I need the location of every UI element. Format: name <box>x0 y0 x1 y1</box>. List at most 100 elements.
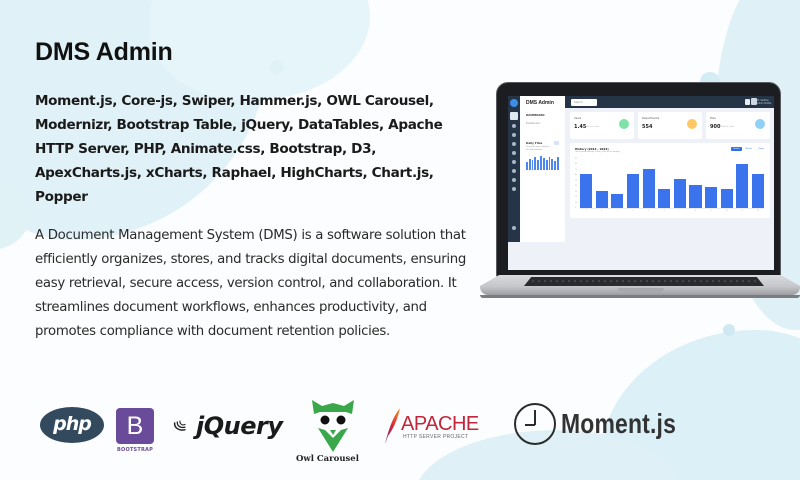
clock-icon <box>514 403 556 445</box>
mini-bar <box>548 156 551 170</box>
department-icon <box>687 119 697 129</box>
sidebar-section: DASHBOARD <box>526 114 545 117</box>
x-tick: 11 <box>741 211 744 212</box>
y-tick: 70 <box>575 169 577 171</box>
laptop-mockup: DMS Admin DASHBOARD Dashboard Daily File… <box>480 82 800 317</box>
user-name: Mr. Sadhan <box>756 99 769 102</box>
mini-bar <box>545 160 548 170</box>
background-dot <box>270 60 284 74</box>
technology-list: Moment.js, Core-js, Swiper, Hammer.js, O… <box>35 93 443 205</box>
chart-bar <box>595 190 608 208</box>
dashboard-icon <box>510 112 518 120</box>
php-logo: php <box>40 407 104 443</box>
y-tick: 90 <box>575 159 577 160</box>
card-label: Users <box>574 117 582 120</box>
jquery-swirl-icon <box>173 420 186 431</box>
icon-rail <box>508 96 520 242</box>
chart-title: History (2013 - 2023) <box>575 147 609 151</box>
bootstrap-label: BOOTSTRAP <box>117 447 153 453</box>
history-chart-card: History (2013 - 2023) Lorem ipsum multip… <box>570 143 770 218</box>
y-tick: 50 <box>575 180 577 182</box>
chart-bar <box>611 193 624 208</box>
nav-icon <box>512 187 516 191</box>
nav-icon <box>512 142 516 146</box>
y-tick: 0 <box>575 207 576 209</box>
apache-feather-icon <box>385 408 400 444</box>
tab-today: Today <box>758 148 764 150</box>
y-tick: 80 <box>575 164 577 166</box>
card-sub: Total user count <box>585 126 600 128</box>
avatar <box>751 98 757 105</box>
mini-bar <box>531 160 534 170</box>
owl-carousel-label: Owl Carousel <box>296 454 359 464</box>
laptop-lid: DMS Admin DASHBOARD Dashboard Daily File… <box>496 82 781 277</box>
stat-card-departments: Departments 554 <box>638 112 702 139</box>
x-tick: 6 <box>663 211 665 212</box>
background-dot <box>723 324 735 336</box>
x-tick: 7 <box>679 211 681 212</box>
owl-carousel-icon <box>312 400 354 452</box>
y-tick: 30 <box>575 191 577 193</box>
screen-topbar: Search Mr. Sadhan Admin Profile <box>565 96 774 108</box>
search-icon <box>512 124 516 128</box>
nav-icon <box>512 151 516 155</box>
sidebar: DMS Admin DASHBOARD Dashboard Daily File… <box>520 96 565 242</box>
notification-icon <box>745 99 750 105</box>
stat-cards: Users 1.45 Total user count Departments … <box>570 112 770 139</box>
chart-bars <box>580 159 764 209</box>
x-tick: 8 <box>694 211 696 212</box>
mini-bar <box>537 159 540 170</box>
sidebar-item-dashboard: Dashboard <box>526 122 541 125</box>
chart-bar <box>720 188 733 208</box>
dashboard-screenshot: DMS Admin DASHBOARD Dashboard Daily File… <box>508 96 774 270</box>
laptop-edge <box>480 295 800 298</box>
card-value: 554 <box>642 124 653 130</box>
page-title: DMS Admin <box>35 38 173 66</box>
mini-bar <box>551 158 554 170</box>
y-tick: 20 <box>575 197 577 199</box>
chart-bar <box>626 174 639 208</box>
nav-icon <box>512 160 516 164</box>
keyboard-keys <box>530 279 758 284</box>
widget-subtitle: Check all your contents for multimedias <box>526 146 550 151</box>
chart-bar <box>642 169 655 208</box>
mini-bar <box>542 158 545 170</box>
tab-weeks: Weeks <box>745 148 753 150</box>
screen-brand: DMS Admin <box>526 100 554 106</box>
x-tick: 1 <box>585 211 587 212</box>
tab-month: Month <box>731 147 742 151</box>
nav-icon <box>512 133 516 137</box>
mini-bar <box>540 156 542 170</box>
logout-icon <box>512 226 516 230</box>
chart-tabs: Month Weeks Today <box>731 147 766 151</box>
mini-bar <box>557 157 559 170</box>
y-tick: 10 <box>575 202 577 204</box>
app-logo-icon <box>510 99 518 107</box>
apache-subtitle: HTTP SERVER PROJECT <box>403 434 469 440</box>
y-tick: 60 <box>575 175 577 177</box>
moment-logo: Moment.js <box>513 402 701 446</box>
file-icon <box>755 119 765 129</box>
x-tick: 5 <box>648 211 650 212</box>
y-tick: 40 <box>575 186 577 188</box>
widget-button <box>554 141 559 145</box>
chart-bar <box>658 188 671 208</box>
widget-title: Daily Files <box>526 141 543 145</box>
card-label: Departments <box>642 117 660 120</box>
chart-bar <box>751 174 764 208</box>
x-tick: 2 <box>601 211 603 212</box>
card-label: Files <box>710 117 716 120</box>
x-tick: 3 <box>616 211 618 212</box>
user-role: Admin Profile <box>756 102 771 105</box>
x-tick: 9 <box>710 211 712 212</box>
jquery-wordmark: jQuery <box>196 412 283 440</box>
card-value: 1.45 <box>574 124 587 130</box>
mini-bar-chart <box>526 156 559 170</box>
mini-bar <box>534 157 537 170</box>
nav-icon <box>512 169 516 173</box>
card-value: 900 <box>710 124 721 130</box>
apache-logo: APACHE HTTP SERVER PROJECT <box>382 406 482 446</box>
chart-bar <box>689 184 702 208</box>
nav-icon <box>512 178 516 182</box>
